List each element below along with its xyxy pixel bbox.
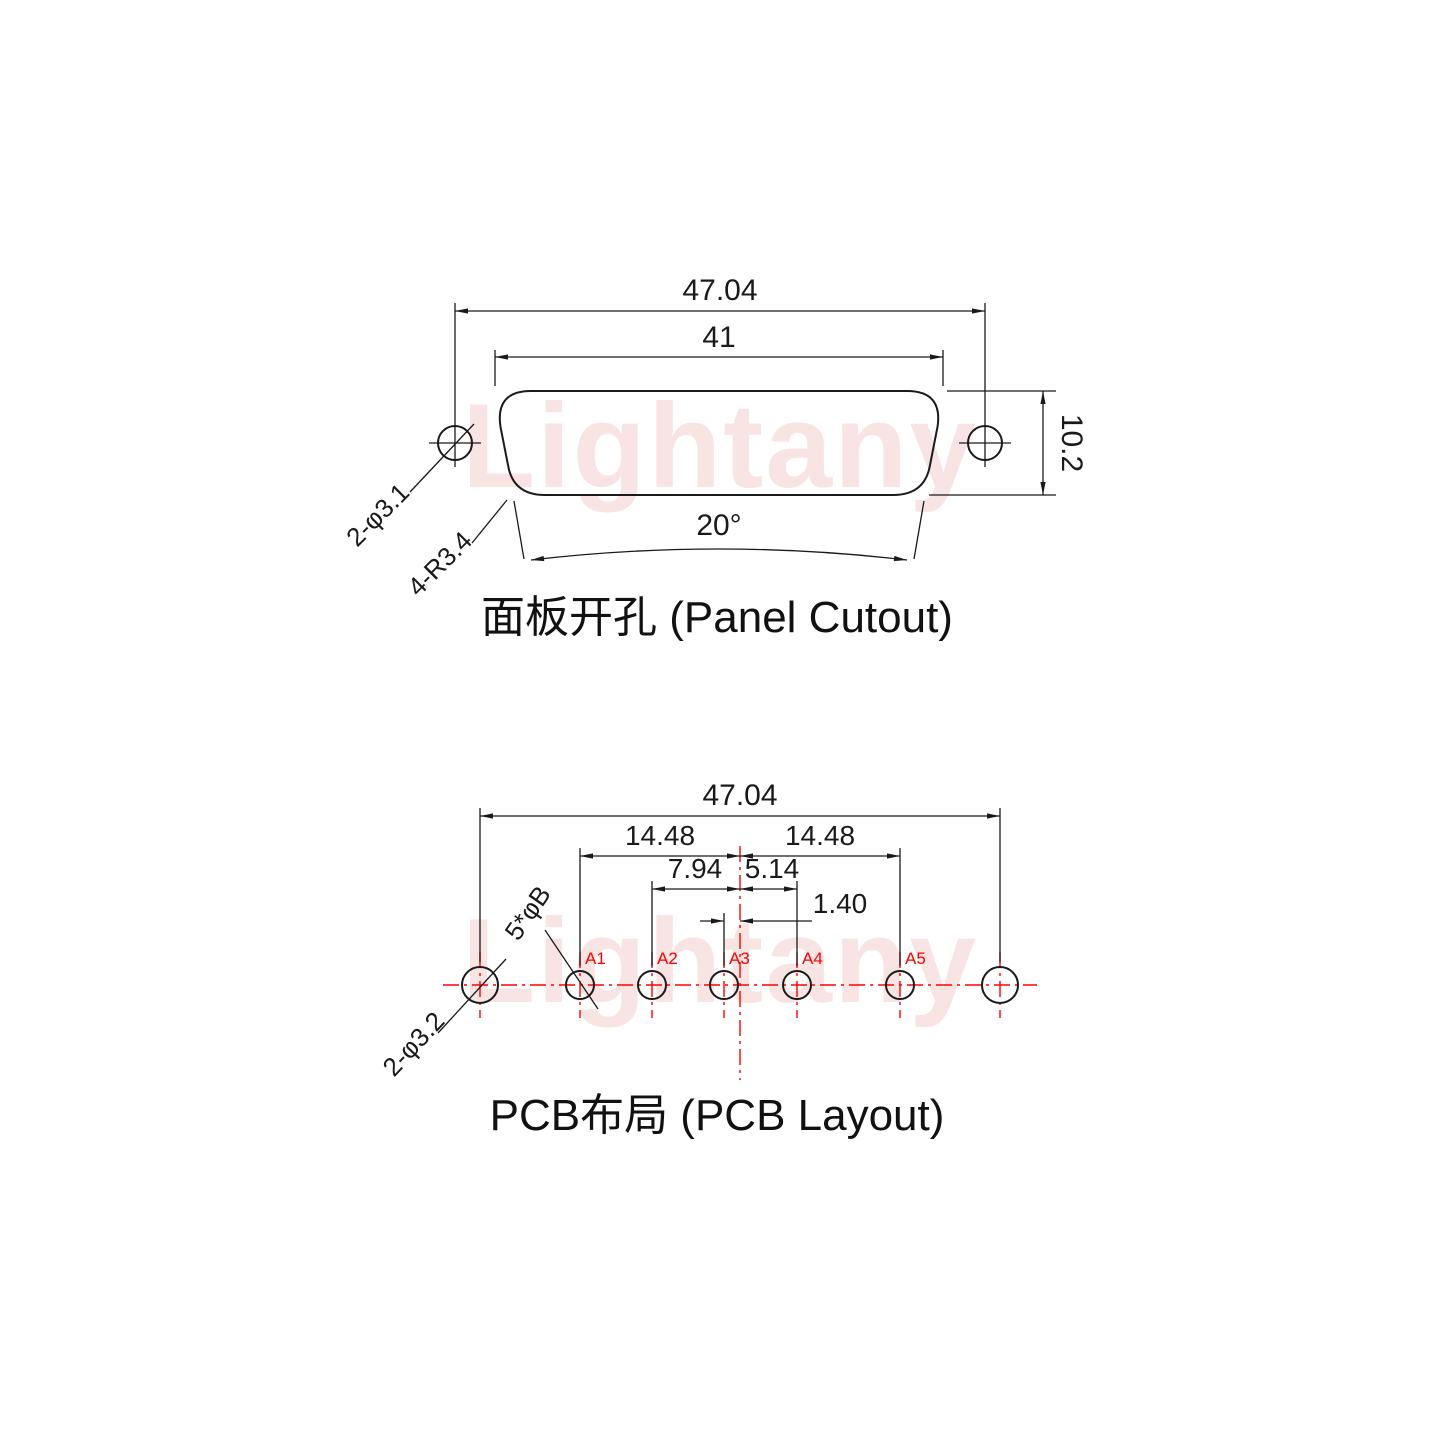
dim-label-panel-overall: 47.04	[682, 274, 757, 307]
dim-label-panel-height: 10.2	[1055, 414, 1088, 472]
pin-hole-a3	[709, 970, 739, 1000]
pcb-extension-lines	[479, 808, 1001, 966]
pin-label-a3: A3	[729, 949, 750, 968]
dim-panel-angle: 20°	[513, 500, 925, 562]
leader-line-pcb-mount-holes	[437, 958, 507, 1034]
dim-center-to-a5: 14.48	[740, 820, 900, 859]
dim-pcb-overall: 47.04	[480, 779, 1000, 819]
pin-label-a5: A5	[905, 949, 926, 968]
dim-label-a3-to-center: 1.40	[813, 888, 868, 919]
pcb-mount-hole-right	[981, 966, 1019, 1004]
panel-cutout-outline	[498, 390, 940, 496]
leader-line-corner-radius	[471, 499, 508, 544]
dim-center-to-a4: 5.14	[740, 853, 800, 892]
leader-line-mount-holes	[409, 423, 475, 493]
dim-a1-to-center: 14.48	[580, 820, 740, 859]
pin-hole-a4	[782, 970, 812, 1000]
label-pcb-mount-holes: 2-φ3.2	[376, 1006, 450, 1082]
pin-label-a1: A1	[585, 949, 606, 968]
dim-panel-height: 10.2	[929, 390, 1088, 496]
watermark-text-top: Lightany	[462, 379, 978, 513]
pin-label-a4: A4	[802, 949, 823, 968]
pin-hole-a1	[565, 970, 595, 1000]
pin-label-a2: A2	[657, 949, 678, 968]
pcb-layout-title: PCB布局 (PCB Layout)	[490, 1091, 945, 1140]
angle-arc	[530, 548, 908, 562]
pin-hole-a5	[885, 970, 915, 1000]
watermark-layer: Lightany Lightany	[462, 379, 978, 1028]
pin-hole-a2	[637, 970, 667, 1000]
dim-label-angle: 20°	[696, 509, 741, 542]
leader-line-pin-holes	[544, 929, 599, 1010]
label-panel-mount-holes: 2-φ3.1	[340, 477, 415, 552]
dim-label-center-to-a4: 5.14	[745, 853, 800, 884]
panel-cutout-title: 面板开孔 (Panel Cutout)	[481, 593, 953, 642]
dim-a3-to-center: 1.40	[700, 888, 868, 924]
dim-a2-to-center: 7.94	[652, 853, 740, 892]
dim-label-a1-to-center: 14.48	[625, 820, 695, 851]
dim-label-pcb-overall: 47.04	[702, 779, 777, 812]
pcb-mount-hole-left	[461, 966, 499, 1004]
pin-labels: A1 A2 A3 A4 A5	[585, 949, 926, 968]
dim-panel-opening-width: 41	[494, 321, 944, 386]
label-corner-radius: 4-R3.4	[401, 525, 477, 601]
leader-corner-radius: 4-R3.4	[401, 499, 508, 602]
dim-label-a2-to-center: 7.94	[668, 853, 723, 884]
dim-label-opening-width: 41	[702, 321, 735, 354]
dim-panel-overall: 47.04	[454, 274, 986, 467]
pcb-layout-drawing: 47.04 14.48 14.48 7.94 5.14 1.40	[376, 779, 1037, 1140]
dim-label-center-to-a5: 14.48	[785, 820, 855, 851]
watermark-text-bottom: Lightany	[462, 894, 978, 1028]
